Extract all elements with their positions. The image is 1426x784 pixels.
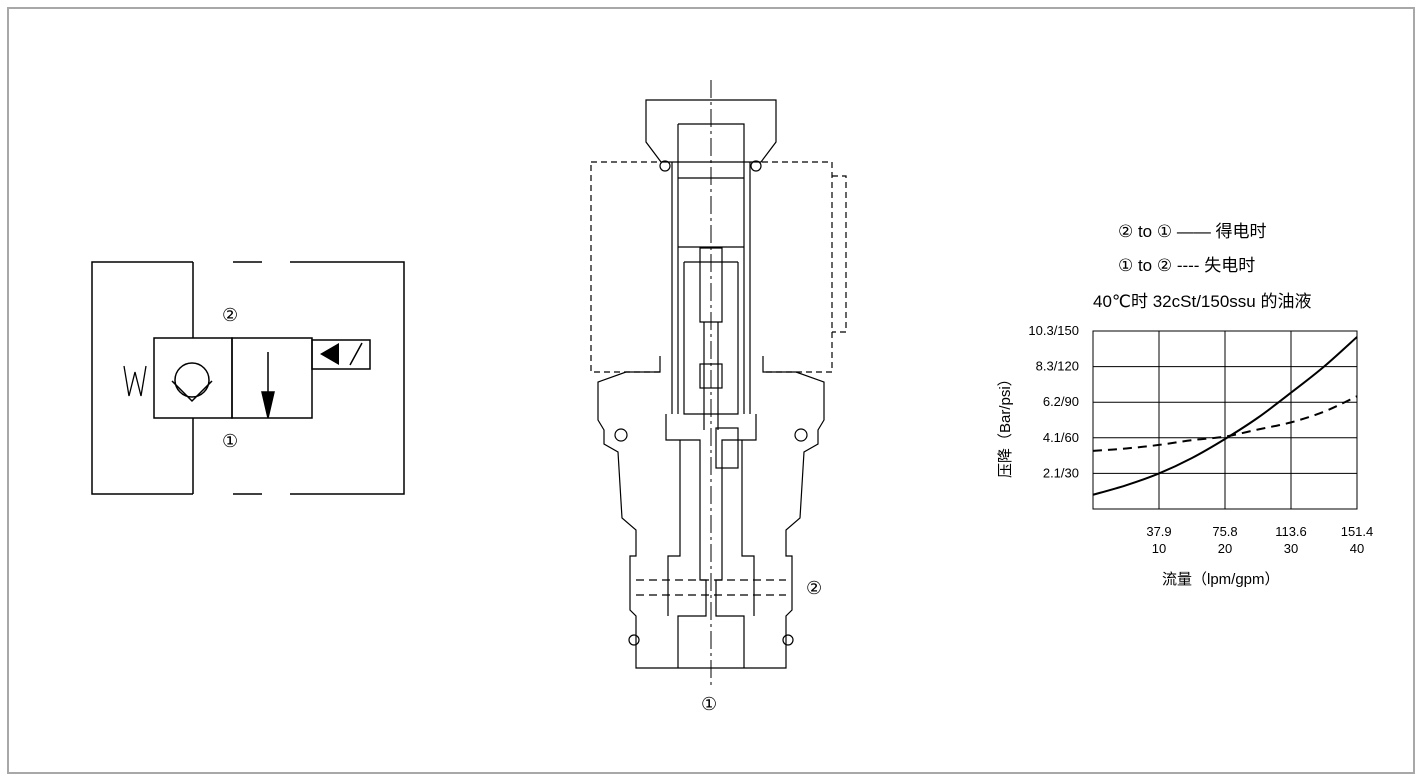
symbol-spring — [123, 365, 147, 397]
check-valve-ball — [174, 362, 210, 398]
x-tick-label-lpm: 75.8 — [1212, 524, 1237, 539]
cartridge-cross-section — [590, 80, 847, 688]
y-tick-label: 8.3/120 — [1036, 359, 1079, 374]
x-tick-labels: 37.9 10 75.8 20 113.6 30 151.4 40 — [1146, 524, 1373, 556]
armature-tube — [671, 123, 751, 414]
section-port-2-label: ② — [806, 578, 822, 598]
y-tick-label: 2.1/30 — [1043, 465, 1079, 480]
legend-energized: ② to ① —— 得电时 — [1118, 222, 1267, 241]
x-tick-label-gpm: 20 — [1218, 541, 1232, 556]
pressure-drop-chart: 2.1/30 4.1/60 6.2/90 8.3/120 10.3/150 37.9 10… — [1028, 323, 1373, 556]
o-ring-top-left — [659, 160, 671, 172]
y-tick-label: 6.2/90 — [1043, 394, 1079, 409]
coil-outline — [590, 161, 847, 373]
series-line-energized — [1092, 336, 1358, 496]
symbol-port-2-label: ② — [222, 305, 238, 325]
cartridge-inner — [667, 440, 755, 616]
o-ring-bottom-right — [782, 634, 794, 646]
coil-nut — [645, 99, 777, 163]
solenoid-triangle — [320, 343, 339, 365]
section-port-1-label: ① — [701, 694, 717, 714]
o-ring-mid-right — [794, 428, 808, 442]
pilot-poppet — [699, 363, 723, 389]
y-tick-label: 4.1/60 — [1043, 430, 1079, 445]
y-tick-labels: 2.1/30 4.1/60 6.2/90 8.3/120 10.3/150 — [1028, 323, 1079, 480]
x-tick-label-lpm: 113.6 — [1275, 524, 1307, 539]
chart-grid — [1092, 330, 1358, 510]
check-valve-seat — [171, 380, 213, 403]
solenoid-box — [311, 339, 371, 370]
symbol-valve-box-left — [153, 337, 233, 419]
symbol-port-line-bottom — [192, 418, 262, 495]
figure-frame — [7, 7, 1415, 774]
x-tick-label-lpm: 151.4 — [1341, 524, 1374, 539]
symbol-outer-circuit — [91, 261, 405, 495]
chart-series — [1092, 336, 1358, 496]
symbol-valve-box-right — [231, 337, 313, 419]
symbol-port-line-top — [192, 261, 262, 338]
flow-arrow-head — [261, 391, 275, 419]
legend-deenergized: ① to ② ---- 失电时 — [1118, 256, 1255, 275]
o-ring-top-right — [750, 160, 762, 172]
main-poppet — [715, 427, 739, 469]
y-tick-label: 10.3/150 — [1028, 323, 1079, 338]
x-tick-label-gpm: 30 — [1284, 541, 1298, 556]
plunger — [683, 247, 739, 415]
solenoid-slash — [349, 342, 363, 366]
x-axis-label: 流量（lpm/gpm） — [1162, 571, 1280, 588]
x-tick-label-gpm: 40 — [1350, 541, 1364, 556]
chart-title: 40℃时 32cSt/150ssu 的油液 — [1093, 292, 1311, 311]
hydraulic-symbol — [91, 261, 405, 495]
x-tick-label-gpm: 10 — [1152, 541, 1166, 556]
o-ring-bottom-left — [628, 634, 640, 646]
x-tick-label-lpm: 37.9 — [1146, 524, 1171, 539]
symbol-port-1-label: ① — [222, 431, 238, 451]
y-axis-label: 压降（Bar/psi） — [997, 371, 1014, 478]
valve-body — [597, 356, 825, 669]
o-ring-mid-left — [614, 428, 628, 442]
